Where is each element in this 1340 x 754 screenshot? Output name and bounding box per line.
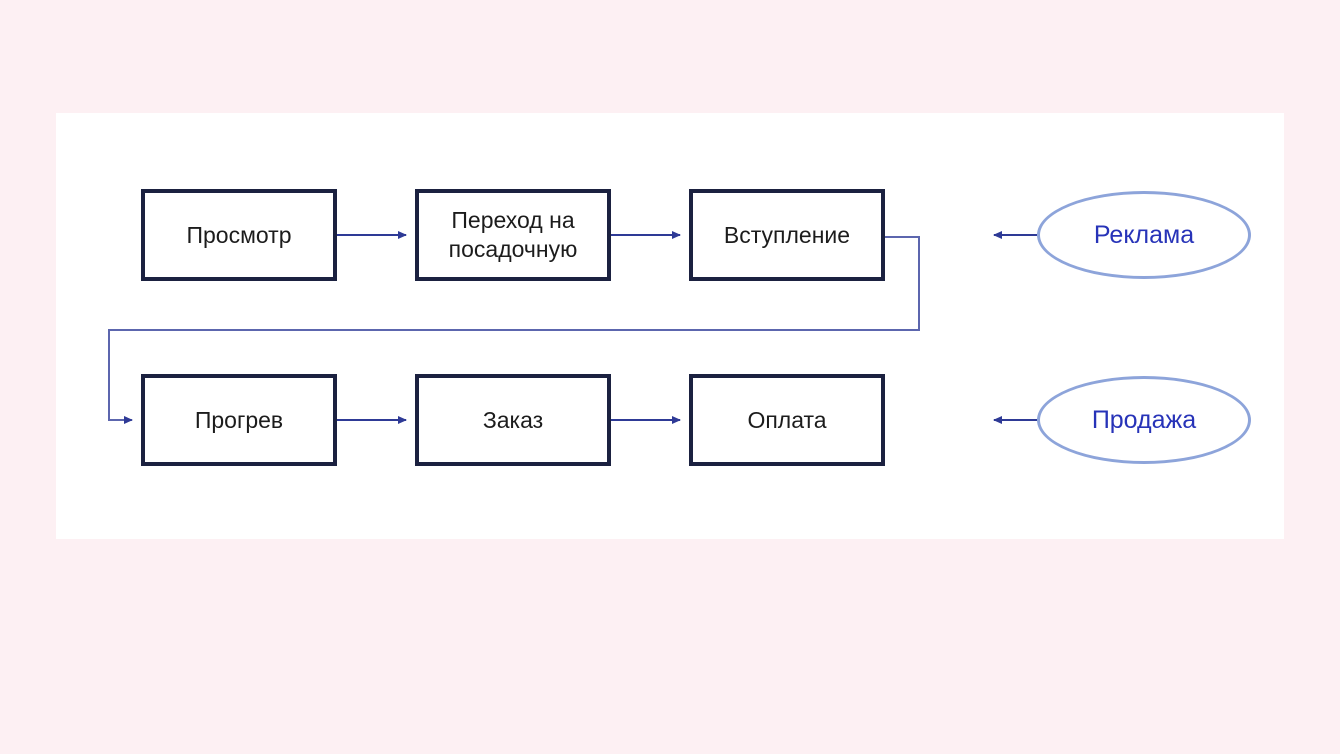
node-view: Просмотр <box>141 189 337 281</box>
node-warmup: Прогрев <box>141 374 337 466</box>
node-order-label: Заказ <box>482 406 544 433</box>
ellipse-ads: Реклама <box>1037 191 1251 279</box>
node-landing-transition-label: Переход на посадочную <box>448 207 578 262</box>
node-join: Вступление <box>689 189 885 281</box>
node-payment: Оплата <box>689 374 885 466</box>
connector-layer <box>108 231 1037 424</box>
node-join-label: Вступление <box>723 221 851 248</box>
node-warmup-label: Прогрев <box>194 406 284 433</box>
node-view-label: Просмотр <box>186 221 292 248</box>
ellipse-ads-label: Реклама <box>1093 220 1195 249</box>
node-landing-transition: Переход на посадочную <box>415 189 611 281</box>
node-payment-label: Оплата <box>747 406 827 433</box>
diagram-panel: Просмотр Переход на посадочную Вступлени… <box>56 113 1284 539</box>
node-order: Заказ <box>415 374 611 466</box>
ellipse-sale: Продажа <box>1037 376 1251 464</box>
ellipse-sale-label: Продажа <box>1091 405 1197 434</box>
